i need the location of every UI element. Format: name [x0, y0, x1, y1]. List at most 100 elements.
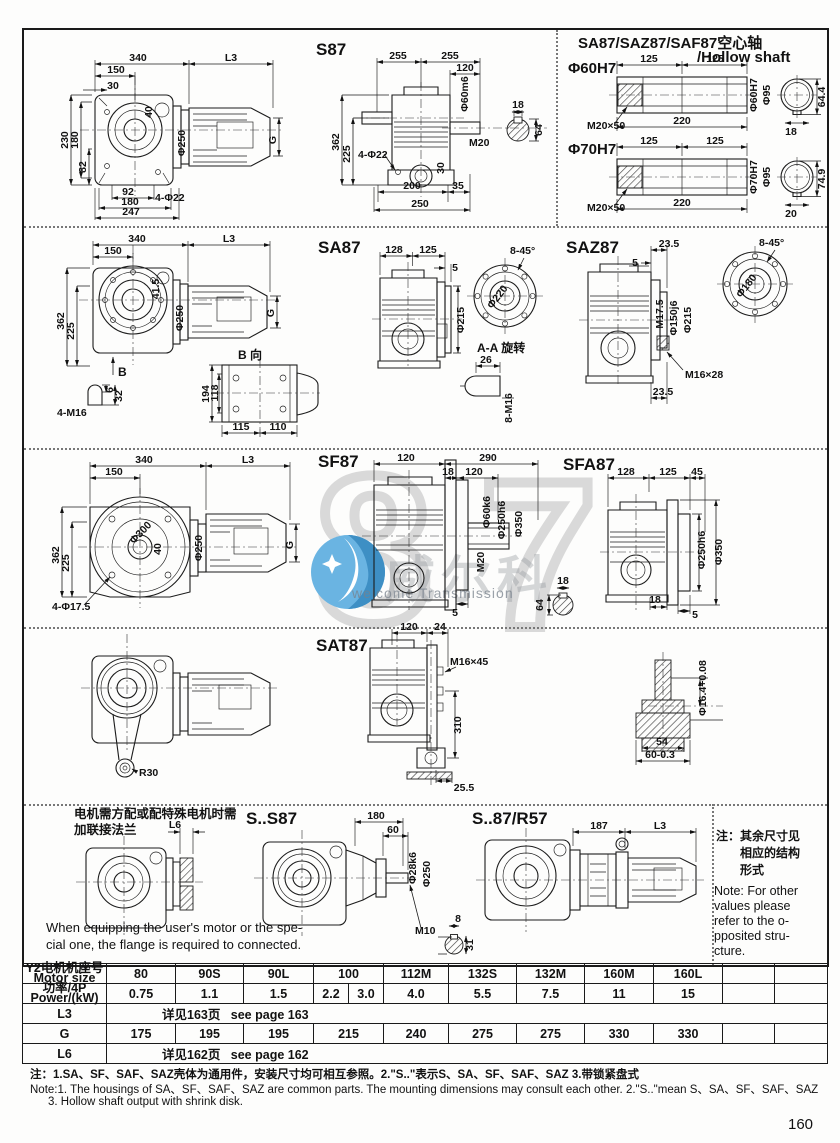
- sfa87-shapes: [600, 494, 706, 612]
- sat87-side-shapes: [367, 633, 453, 785]
- svg-text:5: 5: [452, 607, 458, 619]
- hollow-60-shapes: [609, 75, 817, 119]
- svg-text:120: 120: [465, 466, 483, 478]
- s87-side-drawing: 255 255 120 Φ60m6 18 64 M20 362 225 4-Φ2…: [330, 50, 547, 212]
- g-160l: 330: [653, 1023, 723, 1044]
- svg-text:225: 225: [65, 322, 77, 340]
- g-100: 215: [313, 1023, 384, 1044]
- power-132s: 5.5: [448, 983, 517, 1004]
- g-132m: 275: [516, 1023, 585, 1044]
- svg-text:32: 32: [113, 390, 125, 402]
- svg-text:A-A 旋转: A-A 旋转: [477, 340, 525, 355]
- svg-text:Φ60m6: Φ60m6: [459, 76, 471, 112]
- svg-text:30: 30: [107, 80, 119, 92]
- svg-text:Φ60H7: Φ60H7: [748, 78, 760, 112]
- svg-text:M16×45: M16×45: [450, 656, 488, 668]
- svg-text:26: 26: [480, 354, 492, 366]
- svg-text:24: 24: [434, 621, 446, 633]
- sfa87-dims: 128 125 45 Φ250h6 Φ350 18 5: [607, 466, 725, 621]
- l6-label: L6: [22, 1043, 107, 1064]
- size-90l: 90L: [243, 963, 314, 984]
- size-empty-2: [774, 963, 828, 984]
- svg-text:31: 31: [464, 939, 476, 951]
- label-60h7: Φ60H7: [568, 60, 617, 77]
- divider-v1: [556, 30, 558, 226]
- svg-text:225: 225: [60, 554, 72, 572]
- flange-motor-shapes: [76, 836, 203, 938]
- svg-text:45: 45: [691, 466, 703, 478]
- size-empty-1: [722, 963, 775, 984]
- page-number: 160: [788, 1116, 814, 1133]
- sat87-front-shapes: [81, 634, 279, 778]
- svg-text:Φ70H7: Φ70H7: [748, 160, 760, 194]
- sfa87-drawing: 128 125 45 Φ250h6 Φ350 18 5: [600, 466, 725, 621]
- svg-text:Φ28k6: Φ28k6: [407, 852, 419, 884]
- svg-text:340: 340: [135, 454, 153, 466]
- svg-text:150: 150: [105, 466, 123, 478]
- svg-text:125: 125: [659, 466, 677, 478]
- sf87-front-dims: 340 L3 150 362 225 Φ300 40 Φ250 G 4-Φ17.…: [50, 454, 300, 613]
- flange-note-cn: 电机需方配或配特殊电机时需加联接法兰: [74, 807, 237, 837]
- svg-text:125: 125: [706, 53, 724, 65]
- hollow-70-dims: 125 125 220 M20×50 Φ70H7 Φ95 74.9 20: [587, 135, 828, 220]
- size-80: 80: [106, 963, 176, 984]
- svg-text:4-Φ22: 4-Φ22: [155, 192, 185, 204]
- svg-text:92: 92: [122, 186, 134, 198]
- divider-v2: [712, 804, 714, 965]
- sat87-side-dims: 120 24 M16×45 310 25.5: [391, 621, 488, 794]
- svg-text:Φ95: Φ95: [761, 167, 773, 187]
- svg-text:54: 54: [656, 736, 668, 748]
- svg-text:180: 180: [367, 810, 385, 822]
- sa87-front-shapes: [79, 245, 320, 429]
- sa87-side-drawing: 128 125 5 Φ215 Φ220 8-45° A-A 旋转 26 8-M1…: [372, 244, 543, 423]
- svg-text:L6: L6: [169, 819, 181, 831]
- g-empty-2: [774, 1023, 828, 1044]
- svg-text:64: 64: [533, 124, 545, 136]
- sat87-detail-dims: Φ16.4+0.08 54 60-0.3: [635, 660, 709, 765]
- svg-text:180: 180: [121, 196, 139, 208]
- svg-text:125: 125: [419, 244, 437, 256]
- svg-text:G: G: [265, 309, 277, 317]
- svg-text:Φ350: Φ350: [513, 511, 525, 537]
- watermark-logo: [311, 535, 385, 609]
- size-132m: 132M: [516, 963, 585, 984]
- power-080: 0.75: [106, 983, 176, 1004]
- sf87-side-shapes: [362, 459, 574, 616]
- power-90s: 1.1: [175, 983, 244, 1004]
- svg-text:Φ60k6: Φ60k6: [481, 496, 493, 528]
- svg-text:Φ150j6: Φ150j6: [668, 300, 680, 335]
- s87r57-shapes: [476, 828, 704, 932]
- watermark-text: welcome Transmission: [352, 585, 514, 601]
- svg-text:230: 230: [59, 131, 71, 149]
- g-80: 175: [106, 1023, 176, 1044]
- title-hollow-cn: SA87/SAZ87/SAF87空心轴: [578, 35, 763, 52]
- svg-text:L3: L3: [242, 454, 254, 466]
- s87r57-dims: 187 L3: [572, 820, 697, 862]
- size-160l: 160L: [653, 963, 723, 984]
- saz87-shapes: [579, 246, 793, 386]
- flange-motor-drawing: L6: [76, 819, 205, 938]
- sa87-bview-shapes: [215, 359, 320, 429]
- power-100b: 3.0: [348, 983, 384, 1004]
- svg-text:310: 310: [452, 716, 464, 734]
- svg-text:4-M16: 4-M16: [57, 407, 87, 419]
- svg-text:150: 150: [107, 64, 125, 76]
- g-112m: 240: [383, 1023, 449, 1044]
- hollow-shaft-60-drawing: 125 125 220 M20×50 Φ60H7 Φ95 64.4 18: [587, 53, 828, 138]
- svg-text:M20: M20: [469, 137, 490, 149]
- s87r57-drawing: 187 L3: [476, 820, 704, 932]
- saz87-flange-circle: [717, 246, 793, 324]
- svg-text:115: 115: [233, 421, 250, 433]
- sat87-side-drawing: 120 24 M16×45 310 25.5: [367, 621, 488, 794]
- svg-text:4-Φ22: 4-Φ22: [358, 149, 388, 161]
- s87-front-dims: 340 L3 150 30 230 180 82 40 Φ250 G 92 4-…: [59, 52, 283, 220]
- s87-front-drawing: 340 L3 150 30 230 180 82 40 Φ250 G 92 4-…: [59, 52, 283, 220]
- saz87-dims: 23.5 5 M17.5 Φ150j6 Φ215 M16×28 23.5 8-4…: [629, 237, 784, 404]
- svg-text:Φ215: Φ215: [455, 307, 467, 333]
- svg-text:Φ16.4+0.08: Φ16.4+0.08: [697, 660, 709, 716]
- svg-text:8-45°: 8-45°: [510, 245, 535, 257]
- hollow-shaft-70-drawing: 125 125 220 M20×50 Φ70H7 Φ95 74.9 20: [587, 135, 828, 220]
- power-132m: 7.5: [516, 983, 585, 1004]
- title-sa87: SA87: [318, 238, 361, 257]
